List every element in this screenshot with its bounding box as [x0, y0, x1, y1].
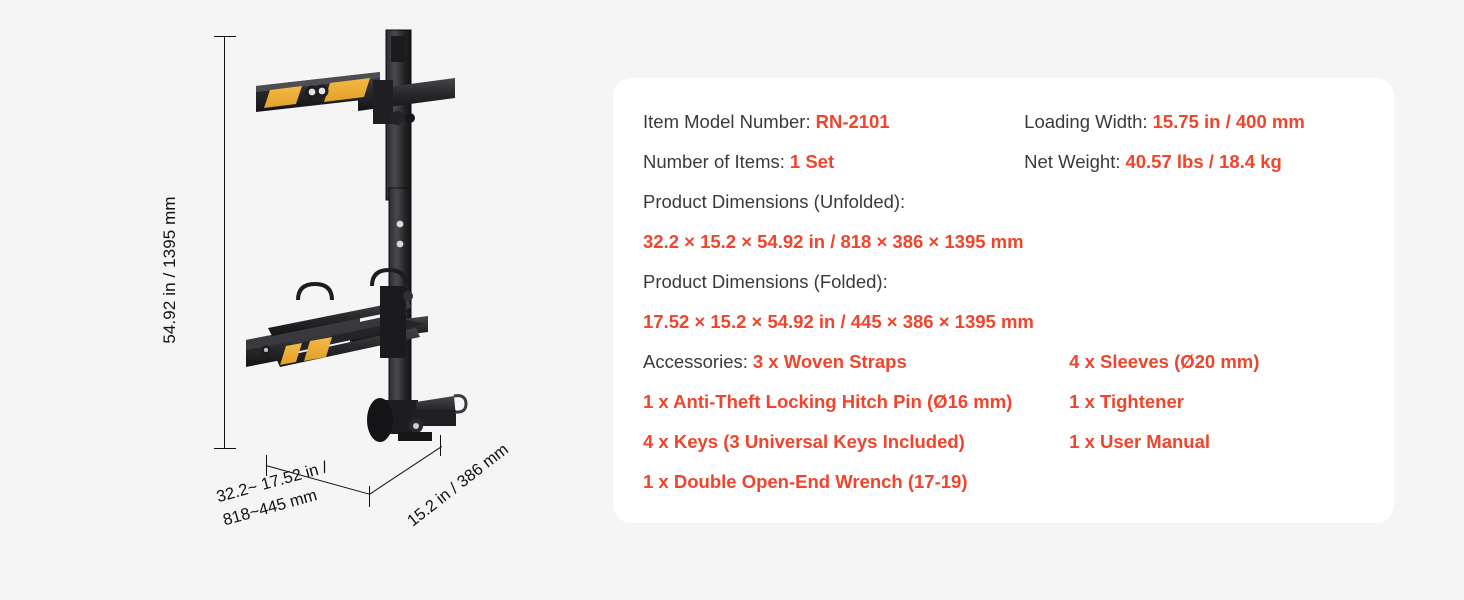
accessory-left-0: 3 x Woven Straps	[752, 351, 907, 372]
spec-row-accessories-3: 4 x Keys (3 Universal Keys Included) 1 x…	[643, 422, 1376, 462]
width-dimension-cap-right	[369, 486, 370, 507]
spec-value-dimensions-unfolded-row: 32.2 × 15.2 × 54.92 in / 818 × 386 × 139…	[643, 222, 1376, 262]
spec-label-dimensions-unfolded-row: Product Dimensions (Unfolded):	[643, 182, 1376, 222]
spec-row-model-loading-width: Item Model Number:RN-2101 Loading Width:…	[643, 102, 1376, 142]
accessory-left-3: 1 x Double Open-End Wrench (17-19)	[643, 471, 968, 492]
spec-item-accessories-right-2: 1 x User Manual	[1069, 431, 1376, 453]
spec-item-number-of-items: Number of Items:1 Set	[643, 151, 1024, 173]
specifications-panel: Item Model Number:RN-2101 Loading Width:…	[613, 78, 1394, 523]
spec-label-accessories: Accessories:	[643, 351, 748, 372]
upper-arm	[256, 72, 455, 125]
spec-value-dimensions-unfolded: 32.2 × 15.2 × 54.92 in / 818 × 386 × 139…	[643, 231, 1024, 252]
spec-value-dimensions-folded-row: 17.52 × 15.2 × 54.92 in / 445 × 386 × 13…	[643, 302, 1376, 342]
spec-item-loading-width: Loading Width:15.75 in / 400 mm	[1024, 111, 1376, 133]
lower-tray	[246, 267, 428, 367]
spec-value-number-of-items: 1 Set	[789, 151, 835, 172]
hitch-assembly	[367, 394, 468, 442]
spec-item-net-weight: Net Weight:40.57 lbs / 18.4 kg	[1024, 151, 1376, 173]
spec-row-items-net-weight: Number of Items:1 Set Net Weight:40.57 l…	[643, 142, 1376, 182]
spec-item-accessories-left-3: 1 x Double Open-End Wrench (17-19)	[643, 471, 1143, 493]
spec-value-net-weight: 40.57 lbs / 18.4 kg	[1125, 151, 1282, 172]
spec-label-dimensions-folded: Product Dimensions (Folded):	[643, 271, 888, 292]
spec-item-accessories-right-0: 4 x Sleeves (Ø20 mm)	[1069, 351, 1376, 373]
product-figure: 54.92 in / 1395 mm	[0, 0, 600, 600]
spec-label-net-weight: Net Weight:	[1024, 151, 1121, 172]
spec-item-accessories-first: Accessories:3 x Woven Straps	[643, 351, 1069, 373]
spec-label-model: Item Model Number:	[643, 111, 811, 132]
spec-item-accessories-left-1: 1 x Anti-Theft Locking Hitch Pin (Ø16 mm…	[643, 391, 1069, 413]
accessory-right-1: 1 x Tightener	[1069, 391, 1184, 412]
accessory-right-0: 4 x Sleeves (Ø20 mm)	[1069, 351, 1260, 372]
spec-row-accessories-4: 1 x Double Open-End Wrench (17-19)	[643, 462, 1376, 502]
spec-label-number-of-items: Number of Items:	[643, 151, 785, 172]
accessory-right-2: 1 x User Manual	[1069, 431, 1211, 452]
depth-dimension-cap-right	[440, 435, 441, 456]
bike-rack-illustration	[246, 29, 468, 442]
spec-row-accessories-1: Accessories:3 x Woven Straps 4 x Sleeves…	[643, 342, 1376, 382]
height-dimension-line	[224, 36, 225, 448]
spec-label-dimensions-unfolded: Product Dimensions (Unfolded):	[643, 191, 906, 212]
spec-value-loading-width: 15.75 in / 400 mm	[1152, 111, 1305, 132]
accessory-left-1: 1 x Anti-Theft Locking Hitch Pin (Ø16 mm…	[643, 391, 1013, 412]
accessory-left-2: 4 x Keys (3 Universal Keys Included)	[643, 431, 965, 452]
spec-label-loading-width: Loading Width:	[1024, 111, 1148, 132]
spec-row-accessories-2: 1 x Anti-Theft Locking Hitch Pin (Ø16 mm…	[643, 382, 1376, 422]
spec-item-accessories-left-2: 4 x Keys (3 Universal Keys Included)	[643, 431, 1069, 453]
spec-label-dimensions-folded-row: Product Dimensions (Folded):	[643, 262, 1376, 302]
height-dimension-cap-top	[214, 36, 236, 37]
height-dimension-cap-bottom	[214, 448, 236, 449]
spec-value-dimensions-folded: 17.52 × 15.2 × 54.92 in / 445 × 386 × 13…	[643, 311, 1034, 332]
spec-item-accessories-right-1: 1 x Tightener	[1069, 391, 1376, 413]
spec-item-model: Item Model Number:RN-2101	[643, 111, 1024, 133]
width-dimension-cap-left	[266, 455, 267, 476]
height-dimension-label: 54.92 in / 1395 mm	[160, 196, 179, 344]
spec-value-model: RN-2101	[815, 111, 890, 132]
